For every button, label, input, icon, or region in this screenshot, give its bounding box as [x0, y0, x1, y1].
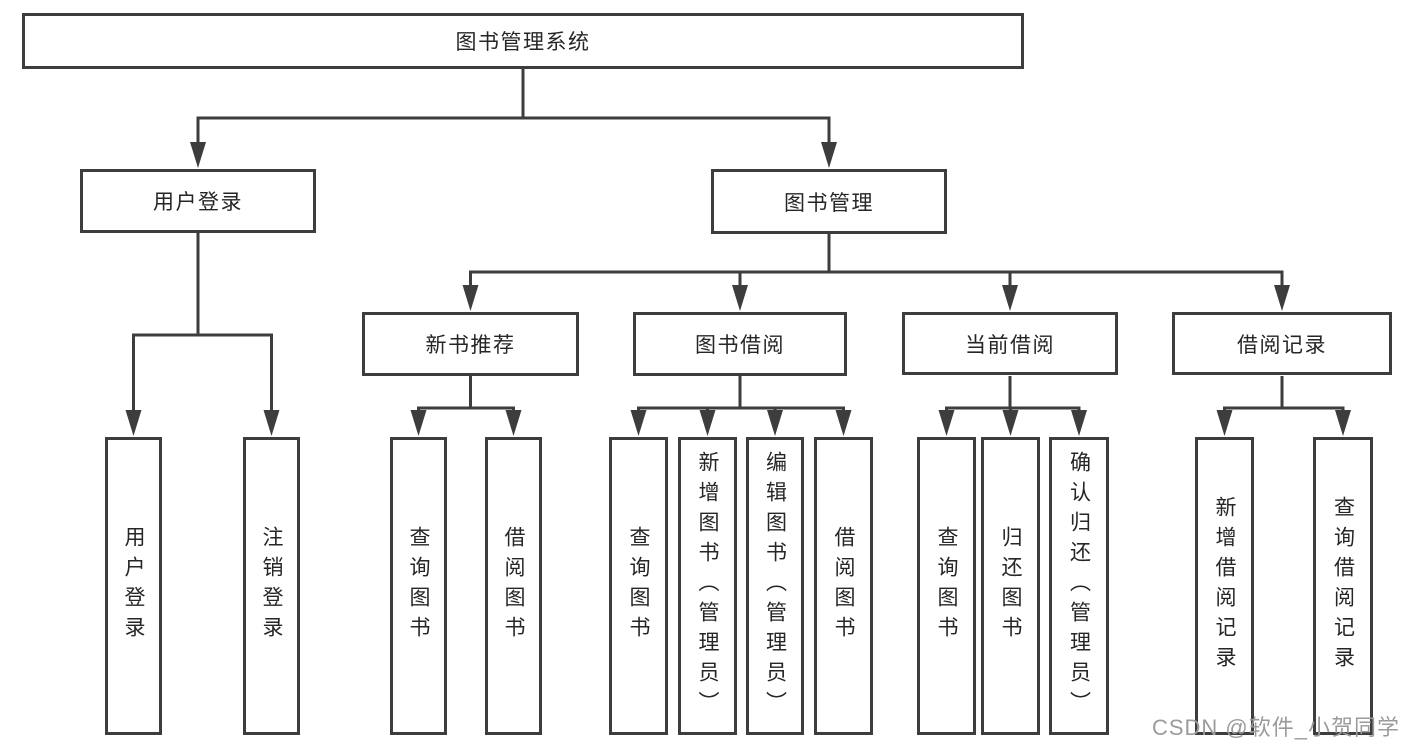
- leaf-edit-books-admin: 编辑图书（管理员）: [746, 437, 804, 735]
- leaf-user-login: 用户登录: [105, 437, 162, 735]
- leaf-borrow-books: 借阅图书: [814, 437, 873, 735]
- leaf-borrow-query-books-label: 查询图书: [627, 526, 650, 646]
- node-root-label: 图书管理系统: [455, 31, 591, 54]
- leaf-borrow-query-books: 查询图书: [609, 437, 668, 735]
- leaf-user-login-label: 用户登录: [122, 526, 145, 646]
- node-root: 图书管理系统: [22, 13, 1024, 69]
- leaf-current-query-books-label: 查询图书: [935, 526, 958, 646]
- node-borrow-records-label: 借阅记录: [1237, 333, 1327, 357]
- leaf-recommend-borrow-books-label: 借阅图书: [502, 526, 525, 646]
- leaf-confirm-return-admin: 确认归还（管理员）: [1049, 437, 1109, 735]
- leaf-query-borrow-record: 查询借阅记录: [1313, 437, 1373, 735]
- node-user-login: 用户登录: [80, 169, 316, 233]
- leaf-return-books-label: 归还图书: [999, 526, 1022, 646]
- leaf-confirm-return-admin-label: 确认归还（管理员）: [1067, 451, 1091, 721]
- leaf-add-books-admin: 新增图书（管理员）: [678, 437, 737, 735]
- leaf-logout-login: 注销登录: [243, 437, 300, 735]
- leaf-recommend-borrow-books: 借阅图书: [485, 437, 542, 735]
- leaf-add-borrow-record: 新增借阅记录: [1195, 437, 1254, 735]
- node-borrow-records: 借阅记录: [1172, 312, 1392, 375]
- leaf-add-books-admin-label: 新增图书（管理员）: [696, 451, 719, 721]
- leaf-logout-login-label: 注销登录: [260, 526, 283, 646]
- watermark: CSDN @软件_小贺同学: [1151, 715, 1400, 740]
- node-book-management-label: 图书管理: [784, 191, 874, 215]
- node-user-login-label: 用户登录: [153, 191, 243, 214]
- node-book-management: 图书管理: [711, 169, 947, 234]
- leaf-recommend-query-books: 查询图书: [390, 437, 447, 735]
- leaf-current-query-books: 查询图书: [917, 437, 976, 735]
- node-current-borrow: 当前借阅: [902, 312, 1118, 375]
- leaf-query-borrow-record-label: 查询借阅记录: [1331, 496, 1355, 676]
- node-current-borrow-label: 当前借阅: [965, 333, 1055, 357]
- node-book-borrow-label: 图书借阅: [695, 334, 785, 357]
- leaf-add-borrow-record-label: 新增借阅记录: [1213, 496, 1236, 676]
- node-new-book-recommend: 新书推荐: [362, 312, 579, 376]
- node-new-book-recommend-label: 新书推荐: [425, 334, 516, 357]
- node-book-borrow: 图书借阅: [633, 312, 847, 376]
- leaf-edit-books-admin-label: 编辑图书（管理员）: [763, 451, 787, 721]
- leaf-borrow-books-label: 借阅图书: [832, 526, 855, 646]
- leaf-return-books: 归还图书: [981, 437, 1040, 735]
- leaf-recommend-query-books-label: 查询图书: [407, 526, 430, 646]
